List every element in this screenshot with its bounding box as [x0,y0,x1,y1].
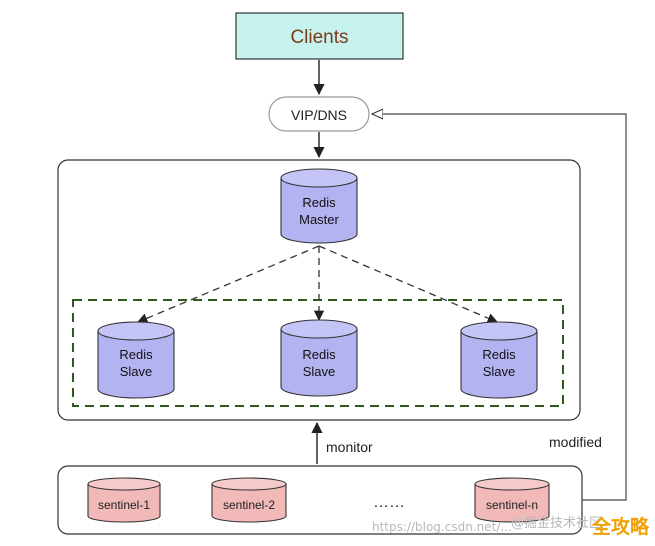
sentinel-n-cylinder [474,477,550,523]
slave-1-label-line2: Slave [120,364,153,379]
vip-dns-label: VIP/DNS [291,107,347,123]
redis-slave-cylinder-3 [460,321,538,399]
sentinel-2-label: sentinel-2 [223,498,275,512]
master-label-line2: Master [299,212,339,227]
master-label-line1: Redis [302,195,336,210]
slave-3-label-line2: Slave [483,364,516,379]
watermark-url: https://blog.csdn.net/... [372,520,512,534]
vip-dns-node [268,96,370,132]
sentinel-ellipsis: …… [373,494,405,511]
slave-2-label-line2: Slave [303,364,336,379]
sentinel-1-label: sentinel-1 [98,498,150,512]
clients-box [235,12,404,60]
replication-arrow-left [137,245,320,324]
replication-arrow-right [318,245,498,324]
slave-group-box [72,299,564,407]
slave-3-label-line1: Redis [482,347,516,362]
slave-2-label-line1: Redis [302,347,336,362]
monitor-label: monitor [326,439,373,455]
slave-1-label-line1: Redis [119,347,153,362]
watermark-source: @掘金技术社区 [511,515,602,531]
sentinel-n-label: sentinel-n [486,498,538,512]
redis-slave-cylinder-1 [97,321,175,399]
modified-feedback-line [372,114,627,501]
watermark-brand: 全攻略 [591,515,650,538]
clients-label: Clients [290,27,348,48]
sentinel-2-cylinder [211,477,287,523]
redis-cluster-container [57,159,581,421]
modified-label: modified [549,434,602,450]
redis-slave-cylinder-2 [280,319,358,397]
redis-master-cylinder [280,168,358,244]
sentinel-1-cylinder [87,477,161,523]
